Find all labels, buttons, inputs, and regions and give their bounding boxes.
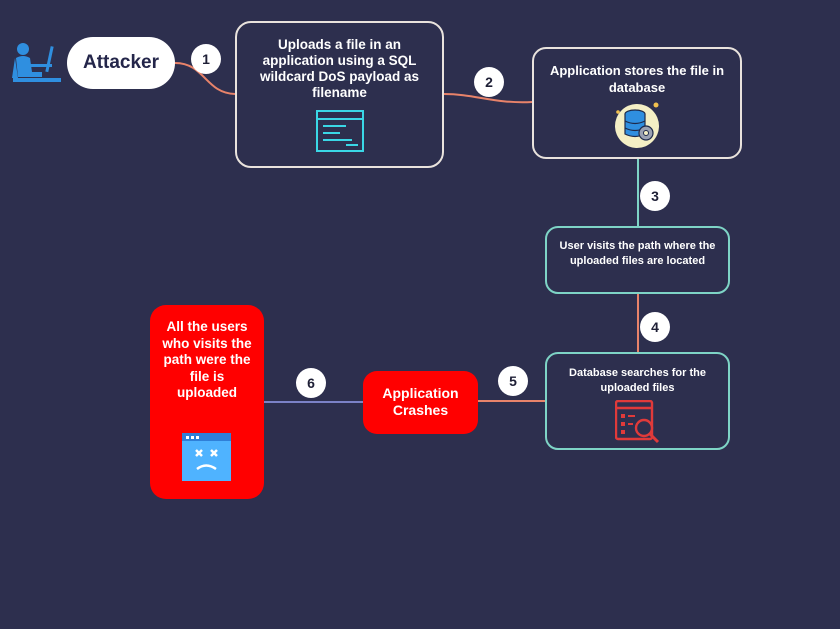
database-search-icon bbox=[614, 399, 661, 449]
code-window-icon bbox=[316, 110, 364, 157]
step-badge-2: 2 bbox=[474, 67, 504, 97]
visit-path-text: User visits the path where the uploaded … bbox=[559, 240, 716, 267]
upload-payload-text: Uploads a file in an application using a… bbox=[259, 37, 420, 100]
step-badge-5: 5 bbox=[498, 366, 528, 396]
visit-path-node: User visits the path where the uploaded … bbox=[545, 226, 730, 294]
attacker-node: Attacker bbox=[67, 37, 175, 89]
application-crash-text: Application Crashes bbox=[382, 385, 459, 418]
link-attacker-to-upload bbox=[174, 62, 236, 95]
store-file-text: Application stores the file in database bbox=[549, 63, 725, 95]
database-search-text: Database searches for the uploaded files bbox=[569, 367, 706, 394]
person-at-computer-icon bbox=[12, 42, 62, 89]
crashed-browser-icon bbox=[182, 433, 231, 486]
step-badge-1: 1 bbox=[191, 44, 221, 74]
database-settings-icon bbox=[612, 100, 664, 155]
upload-payload-node: Uploads a file in an application using a… bbox=[235, 21, 444, 168]
step-badge-6: 6 bbox=[296, 368, 326, 398]
step-badge-4: 4 bbox=[640, 312, 670, 342]
link-upload-to-store bbox=[443, 93, 533, 104]
affected-users-text: All the users who visits the path were t… bbox=[162, 319, 252, 400]
store-file-node: Application stores the file in database bbox=[532, 47, 742, 159]
database-search-node: Database searches for the uploaded files bbox=[545, 352, 730, 450]
step-badge-3: 3 bbox=[640, 181, 670, 211]
application-crash-node: Application Crashes bbox=[363, 371, 478, 434]
